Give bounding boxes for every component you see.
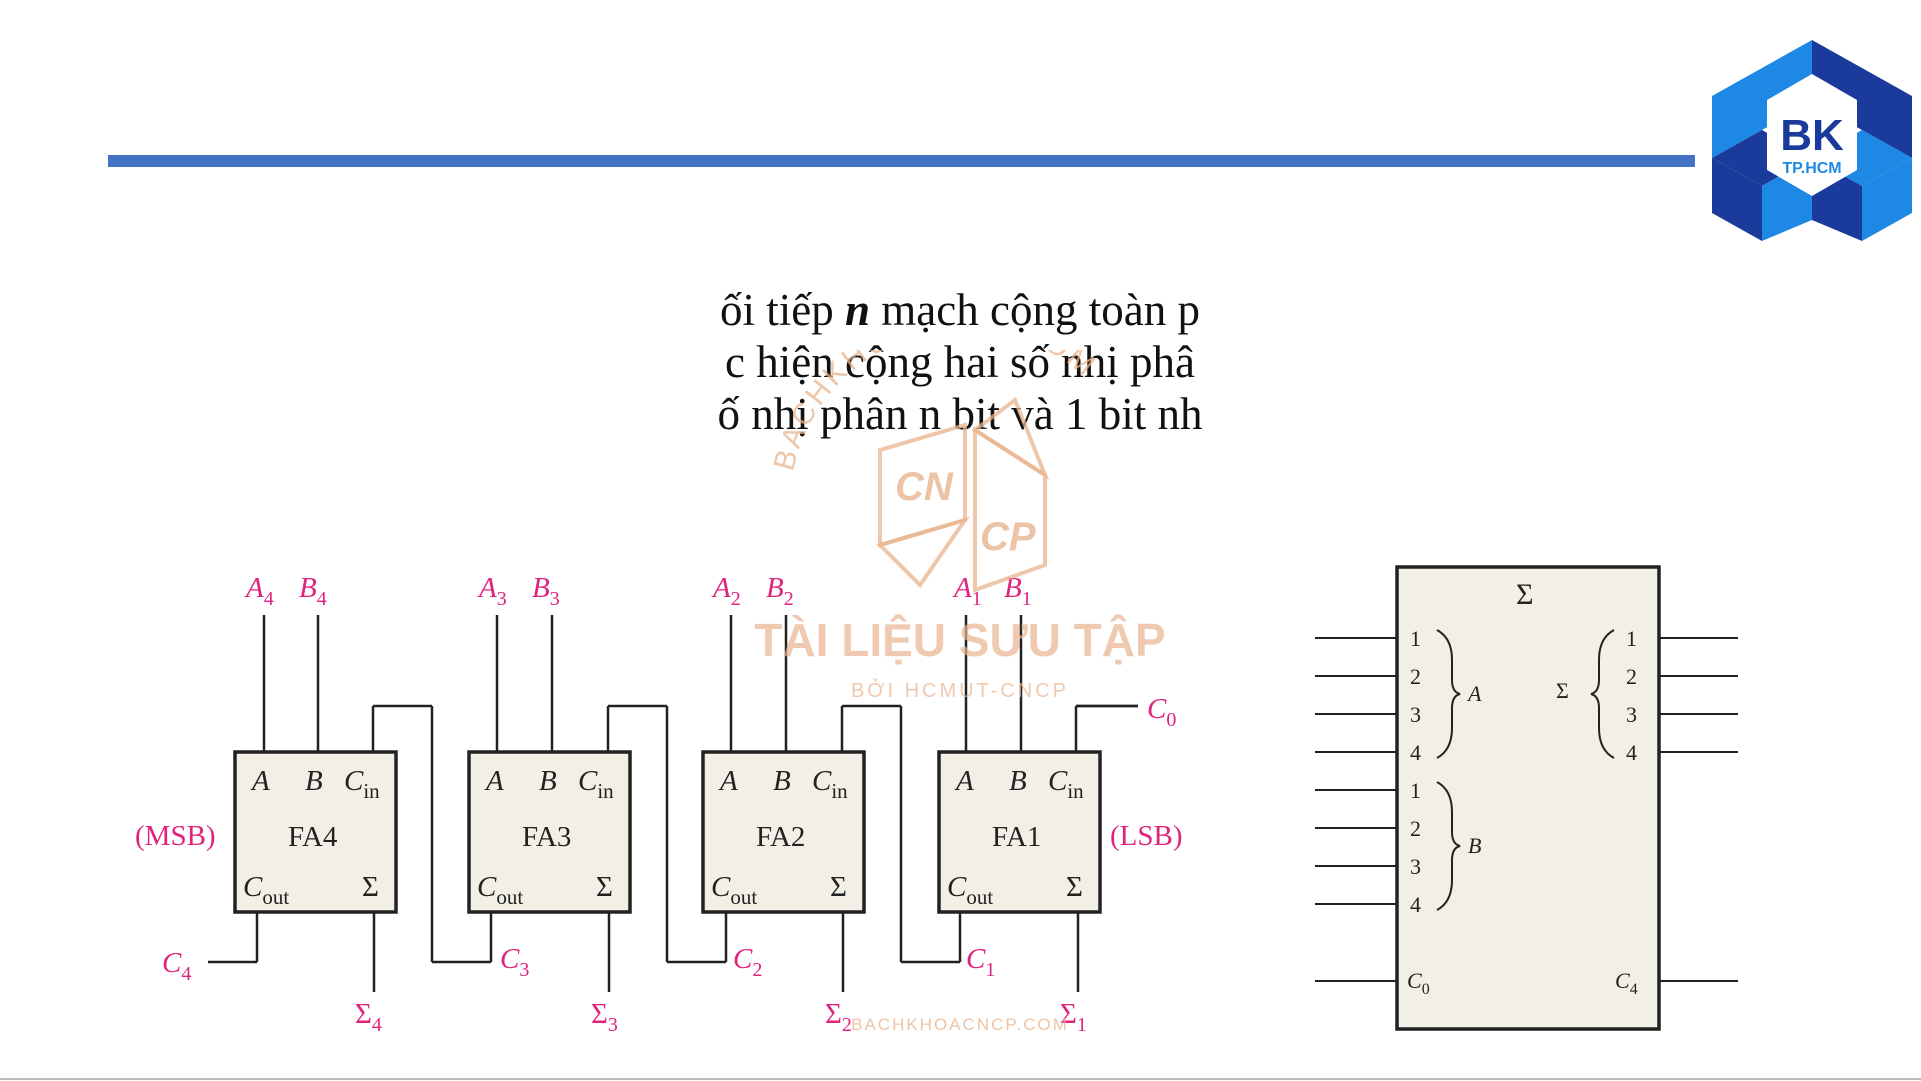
symbol-title: Σ: [1516, 578, 1533, 611]
sum-pin-1: 1: [1626, 626, 1637, 651]
fa4-cout-label: Cout: [243, 871, 289, 909]
description: ối tiếp n mạch cộng toàn p c hiện cộng h…: [600, 284, 1320, 440]
fa1-a-label: A: [954, 765, 974, 797]
sum-pin-4: 4: [1626, 740, 1637, 765]
input-a2: A2: [711, 572, 741, 610]
description-line-3: ố nhị phân n bit và 1 bit nh: [717, 389, 1203, 439]
a-pin-3: 3: [1410, 702, 1421, 727]
input-a1: A1: [952, 572, 982, 610]
logo-text: BK: [1780, 111, 1844, 160]
sum-s4: Σ4: [355, 998, 382, 1036]
fa1-b-label: B: [1009, 765, 1027, 797]
parallel-adder-diagram: A B Cin FA4 Cout Σ A B Cin FA3 Cout Σ A …: [135, 565, 1738, 1036]
bottom-rule: [0, 1078, 1921, 1080]
fa4-cin-label: Cin: [344, 765, 380, 803]
symbol-a-label: A: [1466, 681, 1482, 706]
a-pin-2: 2: [1410, 664, 1421, 689]
fa3-cout-label: Cout: [477, 871, 523, 909]
logo-subtext: TP.HCM: [1782, 160, 1841, 177]
input-a4: A4: [244, 572, 274, 610]
watermark-cn: CN: [895, 465, 954, 509]
input-b2: B2: [766, 572, 794, 610]
fa2-cin-label: Cin: [812, 765, 848, 803]
fa2-sigma-label: Σ: [830, 871, 847, 903]
msb-label: (MSB): [135, 820, 216, 852]
fa2-a-label: A: [718, 765, 738, 797]
bk-logo: BK TP.HCM: [1712, 40, 1912, 241]
input-b4: B4: [299, 572, 327, 610]
fa1-cin-label: Cin: [1048, 765, 1084, 803]
b-pin-1: 1: [1410, 778, 1421, 803]
fa1-block: [937, 750, 1102, 914]
symbol-b-label: B: [1468, 833, 1481, 858]
fa3-name: FA3: [522, 821, 571, 853]
description-line-1: ối tiếp n mạch cộng toàn p: [720, 285, 1200, 335]
carry-c4: C4: [162, 947, 191, 985]
fa4-a-label: A: [250, 765, 270, 797]
b-pin-4: 4: [1410, 892, 1421, 917]
carry-c2: C2: [733, 943, 762, 981]
input-b1: B1: [1004, 572, 1032, 610]
b-pin-3: 3: [1410, 854, 1421, 879]
fa1-sigma-label: Σ: [1066, 871, 1083, 903]
lsb-label: (LSB): [1110, 820, 1183, 852]
fa4-name: FA4: [288, 821, 338, 853]
fa2-block: [701, 750, 866, 914]
fa4-b-label: B: [305, 765, 323, 797]
symbol-sum-label: Σ: [1556, 678, 1569, 703]
fa3-b-label: B: [539, 765, 557, 797]
sum-pin-2: 2: [1626, 664, 1637, 689]
carry-c3: C3: [500, 943, 529, 981]
title-bar: [108, 155, 1695, 167]
fa3-a-label: A: [484, 765, 504, 797]
description-line-2: c hiện cộng hai số nhị phâ: [725, 337, 1195, 387]
sum-s3: Σ3: [591, 998, 618, 1036]
input-a3: A3: [477, 572, 507, 610]
fa2-name: FA2: [756, 821, 805, 853]
fa3-block: [467, 750, 632, 914]
symbol-c4: C4: [1615, 968, 1638, 998]
sum-s1: Σ1: [1060, 998, 1087, 1036]
a-pin-1: 1: [1410, 626, 1421, 651]
symbol-c0: C0: [1407, 968, 1430, 998]
fa3-sigma-label: Σ: [596, 871, 613, 903]
adder-symbol: 1 2 3 4 1 2 3 4 1 2 3 4 A B Σ C0 C4 Σ: [1315, 565, 1738, 1031]
input-b3: B3: [532, 572, 560, 610]
fa2-cout-label: Cout: [711, 871, 757, 909]
carry-c1: C1: [966, 943, 995, 981]
fa1-name: FA1: [992, 821, 1041, 853]
fa4-block: [233, 750, 398, 914]
b-pin-2: 2: [1410, 816, 1421, 841]
fa3-cin-label: Cin: [578, 765, 614, 803]
carry-c0: C0: [1147, 693, 1176, 731]
fa2-b-label: B: [773, 765, 791, 797]
variable-n: n: [845, 285, 871, 335]
sum-pin-3: 3: [1626, 702, 1637, 727]
fa1-cout-label: Cout: [947, 871, 993, 909]
fa4-sigma-label: Σ: [362, 871, 379, 903]
a-pin-4: 4: [1410, 740, 1421, 765]
sum-s2: Σ2: [825, 998, 852, 1036]
